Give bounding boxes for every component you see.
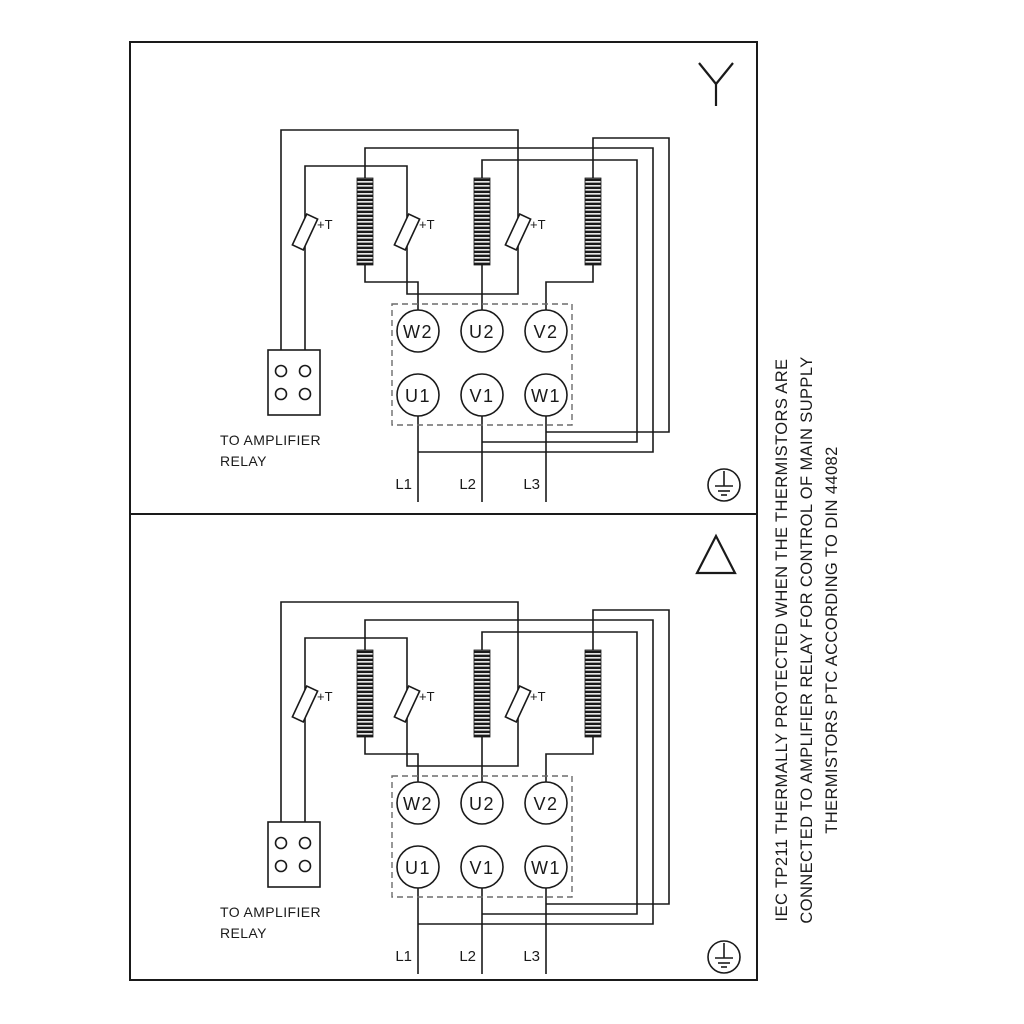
terminal-label: V1 <box>469 858 494 878</box>
supply-label-l3: L3 <box>523 948 540 965</box>
terminal-label: V1 <box>469 386 494 406</box>
side-note-line3: THERMISTORS PTC ACCORDING TO DIN 44082 <box>823 446 841 833</box>
terminal-label: U2 <box>469 322 495 342</box>
thermistor-label: +T <box>317 689 333 704</box>
supply-label-l2: L2 <box>459 948 476 965</box>
terminal-label: V2 <box>533 794 558 814</box>
thermistor-label: +T <box>419 217 435 232</box>
thermistor-label: +T <box>530 689 546 704</box>
supply-label-l1: L1 <box>395 476 412 493</box>
delta-panel-circuit <box>267 601 741 975</box>
terminal-label: V2 <box>533 322 558 342</box>
supply-label-l1: L1 <box>395 948 412 965</box>
delta-connection-icon <box>695 533 737 575</box>
terminal-label: U1 <box>405 858 431 878</box>
side-note-line1: IEC TP211 THERMALLY PROTECTED WHEN THE T… <box>773 359 791 922</box>
supply-label-l2: L2 <box>459 476 476 493</box>
drawing-frame <box>129 41 758 981</box>
terminal-label: U1 <box>405 386 431 406</box>
terminal-label: U2 <box>469 794 495 814</box>
star-panel-circuit <box>267 129 741 503</box>
supply-label-l3: L3 <box>523 476 540 493</box>
relay-caption-line1: TO AMPLIFIER <box>220 904 321 920</box>
star-connection-icon <box>698 62 734 106</box>
terminal-label: W2 <box>403 794 433 814</box>
side-note: IEC TP211 THERMALLY PROTECTED WHEN THE T… <box>773 356 841 923</box>
side-note-line2: CONNECTED TO AMPLIFIER RELAY FOR CONTROL… <box>798 356 816 923</box>
thermistor-label: +T <box>530 217 546 232</box>
relay-caption-line1: TO AMPLIFIER <box>220 432 321 448</box>
thermistor-label: +T <box>317 217 333 232</box>
delta-panel-labels: W2 U2 V2 U1 V1 W1 +T +T +T L1 L2 L3 TO A… <box>220 689 561 965</box>
relay-caption-line2: RELAY <box>220 453 267 469</box>
relay-caption-line2: RELAY <box>220 925 267 941</box>
terminal-label: W1 <box>531 858 561 878</box>
terminal-label: W2 <box>403 322 433 342</box>
star-panel-labels: W2 U2 V2 U1 V1 W1 +T +T +T L1 L2 L3 TO A… <box>220 217 561 493</box>
thermistor-label: +T <box>419 689 435 704</box>
terminal-label: W1 <box>531 386 561 406</box>
